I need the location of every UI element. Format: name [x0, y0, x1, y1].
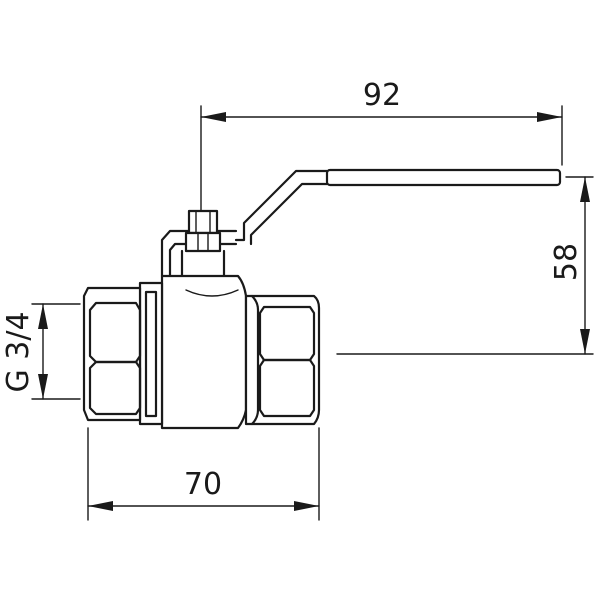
dimension-body-length: 70 [87, 427, 320, 521]
stem-neck [180, 249, 226, 278]
dimension-height: 58 [336, 176, 594, 355]
dim-92-arrow-right [537, 112, 562, 122]
valve-lever [160, 168, 562, 278]
dim-58-label: 58 [549, 243, 584, 281]
left-hex-face-2 [88, 360, 142, 416]
stem-nut-top [187, 209, 219, 235]
dim-thread-arrow-top [38, 304, 48, 329]
right-hex-face-2 [258, 358, 316, 418]
body-casting-line [185, 289, 239, 297]
dim-58-arrow-bottom [580, 329, 590, 354]
lever-grip [325, 168, 562, 187]
dim-58-arrow-top [580, 177, 590, 202]
stem-nut [180, 209, 226, 278]
stem-nut-washer [184, 231, 222, 253]
dim-92-arrow-left [201, 112, 226, 122]
dim-thread-label: G 3/4 [1, 311, 36, 392]
valve-body [82, 274, 321, 430]
dimension-thread: G 3/4 [1, 303, 81, 400]
right-hex-collar [250, 294, 260, 426]
lever-arm-top [234, 169, 329, 242]
dim-70-arrow-left [88, 501, 113, 511]
body-left-hex [82, 286, 142, 422]
dim-thread-arrow-bottom [38, 374, 48, 399]
dim-92-label: 92 [363, 78, 401, 113]
body-left-flange-inner [144, 290, 158, 418]
dim-70-arrow-right [294, 501, 319, 511]
lever-arm-bottom [249, 182, 329, 246]
dim-70-label: 70 [184, 467, 222, 502]
body-center [160, 274, 248, 430]
dimension-lever-length: 92 [200, 78, 563, 211]
